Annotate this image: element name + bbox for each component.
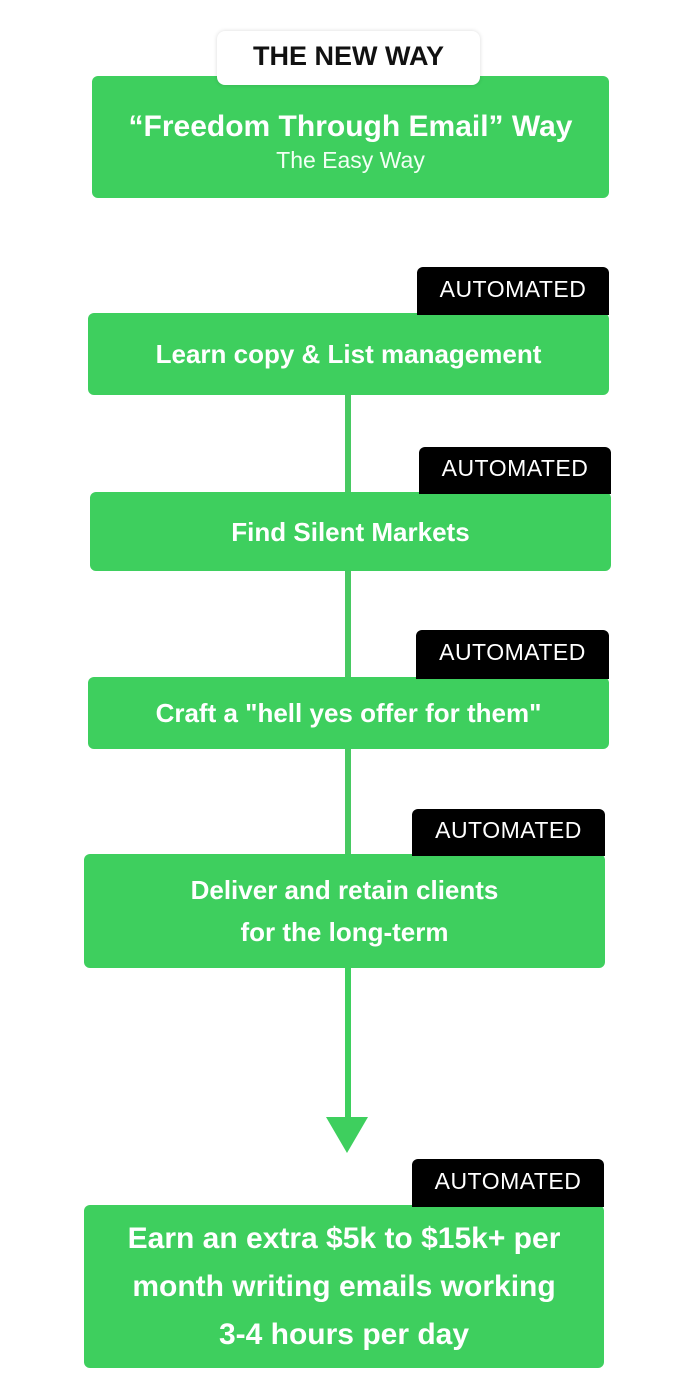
step-box-find-markets: Find Silent Markets	[90, 492, 611, 571]
badge-label: AUTOMATED	[439, 639, 586, 665]
step-text-line-2: month writing emails working	[132, 1269, 556, 1303]
step-text-line-1: Earn an extra $5k to $15k+ per	[127, 1221, 561, 1255]
connector-line-2	[345, 571, 351, 677]
step-text-line-1: Deliver and retain clients	[190, 875, 499, 905]
title-box: “Freedom Through Email” Way The Easy Way	[92, 76, 609, 198]
step-text-line-3: 3-4 hours per day	[218, 1317, 470, 1351]
step-box-deliver-retain: Deliver and retain clients for the long-…	[84, 854, 605, 968]
automated-badge: AUTOMATED	[412, 1159, 604, 1207]
step-text-line-2: for the long-term	[240, 917, 449, 947]
automated-badge: AUTOMATED	[416, 630, 609, 679]
title-main: “Freedom Through Email” Way	[128, 110, 573, 143]
badge-label: AUTOMATED	[441, 455, 589, 481]
connector-line-1	[345, 395, 351, 492]
badge-label: AUTOMATED	[435, 817, 582, 843]
automated-badge: AUTOMATED	[412, 809, 605, 856]
automated-badge: AUTOMATED	[417, 267, 609, 315]
connector-line-4	[345, 968, 351, 1120]
automated-badge: AUTOMATED	[419, 447, 611, 494]
step-text: Craft a "hell yes offer for them"	[155, 698, 542, 728]
title-subtitle: The Easy Way	[276, 147, 425, 173]
header-tab-label: THE NEW WAY	[252, 40, 445, 71]
step-text: Learn copy & List management	[155, 339, 542, 369]
badge-label: AUTOMATED	[434, 1167, 582, 1194]
step-box-learn-copy: Learn copy & List management	[88, 313, 609, 395]
header-tab: THE NEW WAY	[217, 31, 480, 85]
step-box-craft-offer: Craft a "hell yes offer for them"	[88, 677, 609, 749]
badge-label: AUTOMATED	[439, 275, 587, 302]
connector-line-3	[345, 749, 351, 854]
arrow-down-icon	[326, 1117, 368, 1153]
step-text: Find Silent Markets	[231, 516, 470, 547]
step-box-earn: Earn an extra $5k to $15k+ per month wri…	[84, 1205, 604, 1368]
